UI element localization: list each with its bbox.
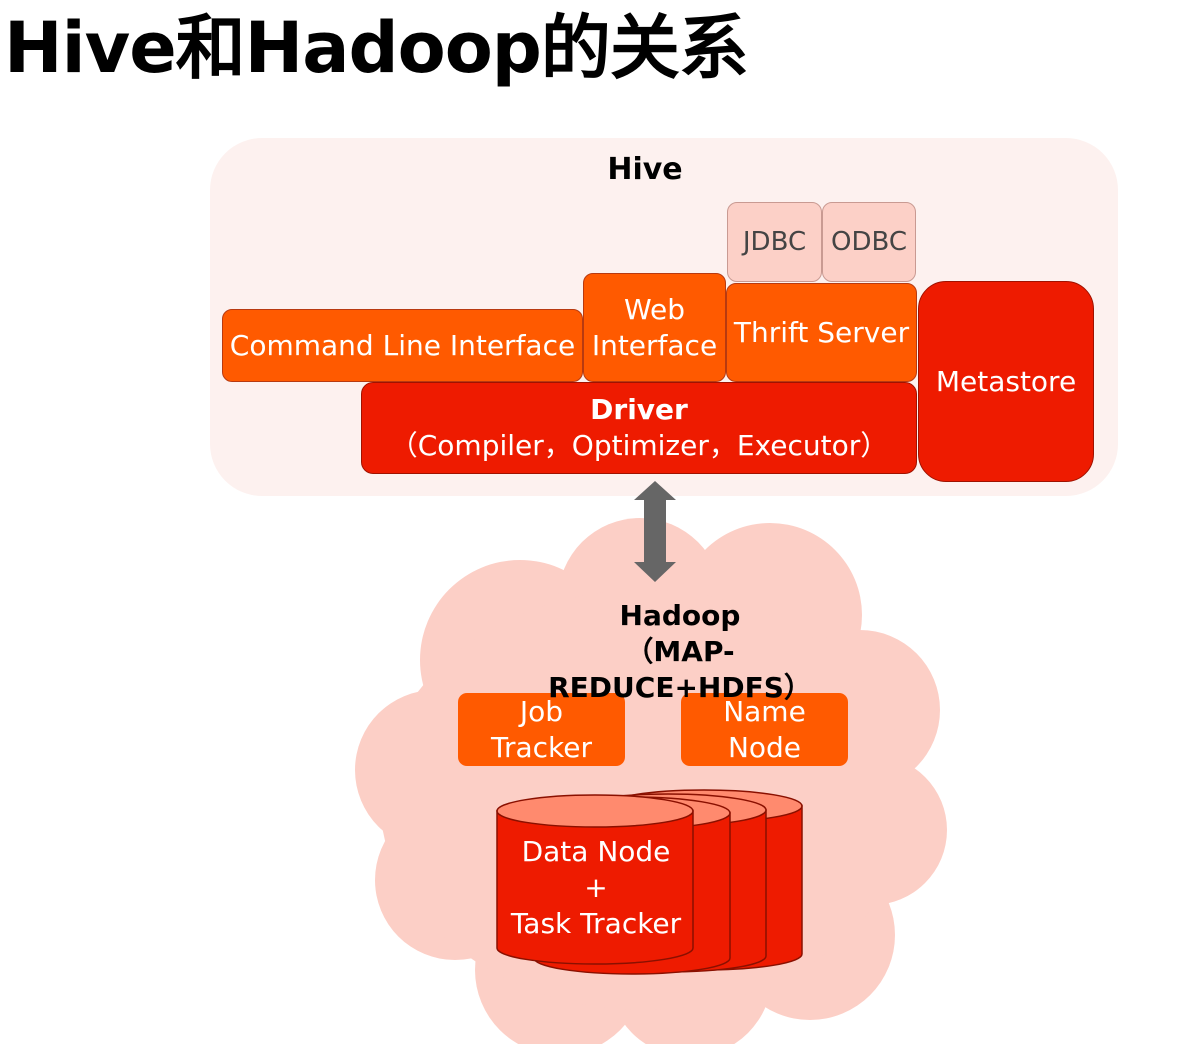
name-node-line2: Node xyxy=(727,730,802,764)
job-tracker-line1: Job xyxy=(519,694,564,728)
odbc-box: ODBC xyxy=(822,202,916,282)
hadoop-title-line2: （MAP-REDUCE+HDFS） xyxy=(548,635,812,704)
name-node-group xyxy=(681,693,848,766)
hadoop-title-line1: Hadoop xyxy=(619,599,741,632)
job-tracker-group xyxy=(458,693,625,766)
web-label-line2: Interface xyxy=(591,328,718,362)
odbc-label: ODBC xyxy=(830,227,908,257)
driver-title: Driver xyxy=(590,393,688,426)
metastore-label: Metastore xyxy=(935,364,1077,398)
data-node-line3: Task Tracker xyxy=(510,907,682,940)
cli-box: Command Line Interface xyxy=(222,309,583,382)
job-tracker-line2: Tracker xyxy=(490,730,592,764)
hive-label: Hive xyxy=(607,152,683,187)
web-label-line1: Web xyxy=(623,292,686,326)
jdbc-box: JDBC xyxy=(727,202,822,282)
web-interface-box: Web Interface xyxy=(583,273,726,382)
data-node-label: Data Node + Task Tracker xyxy=(498,834,694,942)
cylinder-front xyxy=(496,794,694,965)
name-node-line1: Name xyxy=(723,694,806,728)
data-node-cylinders xyxy=(496,789,803,975)
driver-subtitle: （Compiler，Optimizer，Executor） xyxy=(389,429,889,462)
metastore-box: Metastore xyxy=(918,281,1094,482)
thrift-label: Thrift Server xyxy=(733,315,910,349)
data-node-line2: + xyxy=(584,871,608,904)
job-tracker-text: Job Tracker xyxy=(458,693,625,766)
thrift-server-box: Thrift Server xyxy=(726,283,917,382)
bidirectional-arrow xyxy=(634,481,676,582)
job-tracker-box xyxy=(458,693,625,766)
driver-box: Driver （Compiler，Optimizer，Executor） xyxy=(361,382,917,474)
jdbc-label: JDBC xyxy=(742,227,807,257)
page-title: Hive和Hadoop的关系 xyxy=(4,7,749,89)
name-node-text: Name Node xyxy=(681,693,848,766)
hadoop-title: Hadoop （MAP-REDUCE+HDFS） xyxy=(520,598,840,706)
cli-label: Command Line Interface xyxy=(229,328,576,362)
name-node-box xyxy=(681,693,848,766)
data-node-line1: Data Node xyxy=(521,835,671,868)
